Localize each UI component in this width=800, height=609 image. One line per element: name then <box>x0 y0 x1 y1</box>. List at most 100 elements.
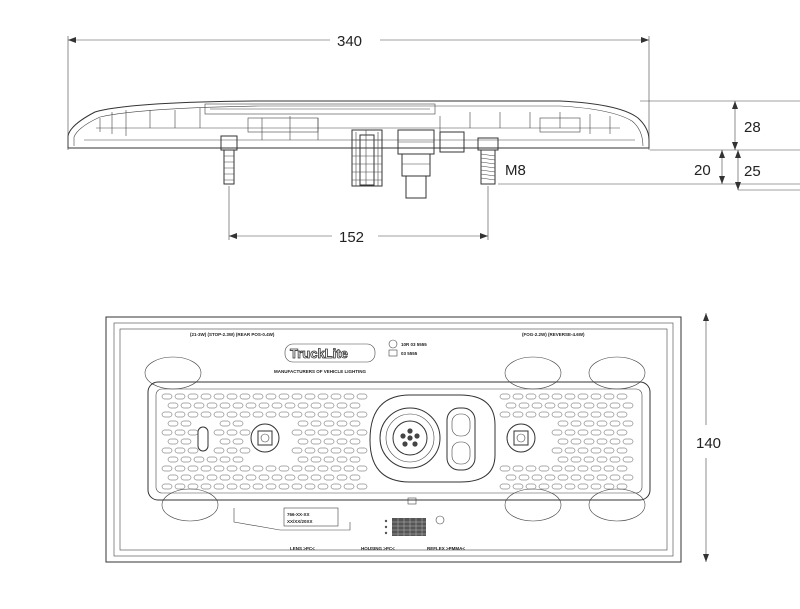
svg-text:(21-3W) (STOP-2.3W) (REAR POS-: (21-3W) (STOP-2.3W) (REAR POS-0.4W) <box>190 332 275 337</box>
reflector-cell <box>291 429 303 436</box>
reflector-cell <box>252 411 264 418</box>
reflector-cell <box>310 438 322 445</box>
reflector-cell <box>557 456 569 463</box>
reflector-cell <box>180 438 192 445</box>
reflector-cell <box>564 393 576 400</box>
reflector-cell <box>336 456 348 463</box>
reflector-cell <box>232 474 244 481</box>
reflector-cell <box>213 429 225 436</box>
reflector-cell <box>336 474 348 481</box>
svg-text:10R 03 5555: 10R 03 5555 <box>401 342 427 347</box>
reflector-cell <box>291 483 303 490</box>
reflector-cell <box>499 465 511 472</box>
reflector-cell <box>518 402 530 409</box>
reflector-cell <box>590 465 602 472</box>
reflector-cell <box>174 411 186 418</box>
reflector-cell <box>297 474 309 481</box>
reflector-cell <box>512 411 524 418</box>
reflector-cell <box>245 474 257 481</box>
reflector-cell <box>167 420 179 427</box>
reflector-cell <box>206 402 218 409</box>
reflector-cell <box>323 456 335 463</box>
reflector-cell <box>577 393 589 400</box>
reflector-cell <box>187 465 199 472</box>
reflector-cell <box>590 393 602 400</box>
reflector-cell <box>356 483 368 490</box>
reflector-cell <box>622 420 634 427</box>
dimension-140: 140 <box>696 313 721 562</box>
reflector-cell <box>531 402 543 409</box>
reflector-cell <box>252 465 264 472</box>
reflector-cell <box>284 474 296 481</box>
reflector-cell <box>512 465 524 472</box>
reflector-cell <box>174 447 186 454</box>
reflector-cell <box>596 420 608 427</box>
reflector-cell <box>616 429 628 436</box>
reflector-cell <box>180 474 192 481</box>
reflector-cell <box>525 411 537 418</box>
reflector-cell <box>336 438 348 445</box>
reflector-cell <box>291 393 303 400</box>
reflector-cell <box>219 438 231 445</box>
reflector-cell <box>323 474 335 481</box>
reflector-cell <box>525 465 537 472</box>
reflector-cell <box>349 456 361 463</box>
reflector-cell <box>226 447 238 454</box>
reflector-cell <box>167 474 179 481</box>
reflector-cell <box>356 393 368 400</box>
reflector-cell <box>551 447 563 454</box>
reflector-cell <box>239 483 251 490</box>
reflector-grid <box>161 393 634 490</box>
reflector-cell <box>213 393 225 400</box>
reflector-cell <box>226 483 238 490</box>
reflector-cell <box>219 420 231 427</box>
reflector-cell <box>499 483 511 490</box>
reflector-cell <box>232 438 244 445</box>
reflector-cell <box>343 447 355 454</box>
reflector-cell <box>232 420 244 427</box>
reflector-cell <box>200 483 212 490</box>
reflector-cell <box>161 411 173 418</box>
right-mounting-stud <box>477 137 499 185</box>
reflector-cell <box>505 474 517 481</box>
front-view: (21-3W) (STOP-2.3W) (REAR POS-0.4W) (FOG… <box>105 313 721 563</box>
reflector-cell <box>180 456 192 463</box>
reflector-cell <box>544 474 556 481</box>
reflector-cell <box>330 465 342 472</box>
reflector-cell <box>343 465 355 472</box>
reflector-cell <box>200 411 212 418</box>
right-nut <box>506 423 536 453</box>
reflector-cell <box>570 456 582 463</box>
reflector-cell <box>356 429 368 436</box>
reflector-cell <box>603 393 615 400</box>
reflector-cell <box>317 465 329 472</box>
reflector-cell <box>564 411 576 418</box>
reflector-cell <box>330 411 342 418</box>
reflector-cell <box>226 429 238 436</box>
reflector-cell <box>226 411 238 418</box>
reflector-cell <box>557 420 569 427</box>
reflector-cell <box>213 483 225 490</box>
reflector-cell <box>245 402 257 409</box>
reflector-cell <box>219 456 231 463</box>
svg-text:28: 28 <box>744 119 761 136</box>
reflector-cell <box>193 456 205 463</box>
reflector-cell <box>564 483 576 490</box>
reflector-cell <box>323 420 335 427</box>
reflector-cell <box>551 393 563 400</box>
reflector-cell <box>590 447 602 454</box>
reflector-cell <box>174 465 186 472</box>
reflector-cell <box>356 465 368 472</box>
reflector-cell <box>609 402 621 409</box>
reflector-cell <box>577 483 589 490</box>
reflector-cell <box>310 474 322 481</box>
reflector-cell <box>538 465 550 472</box>
approval-marks: 10R 03 5555 03 5555 <box>388 339 427 357</box>
reflector-cell <box>161 483 173 490</box>
reflector-cell <box>187 429 199 436</box>
reflector-cell <box>577 411 589 418</box>
reflector-cell <box>603 447 615 454</box>
reflector-cell <box>596 402 608 409</box>
reflector-cell <box>512 393 524 400</box>
